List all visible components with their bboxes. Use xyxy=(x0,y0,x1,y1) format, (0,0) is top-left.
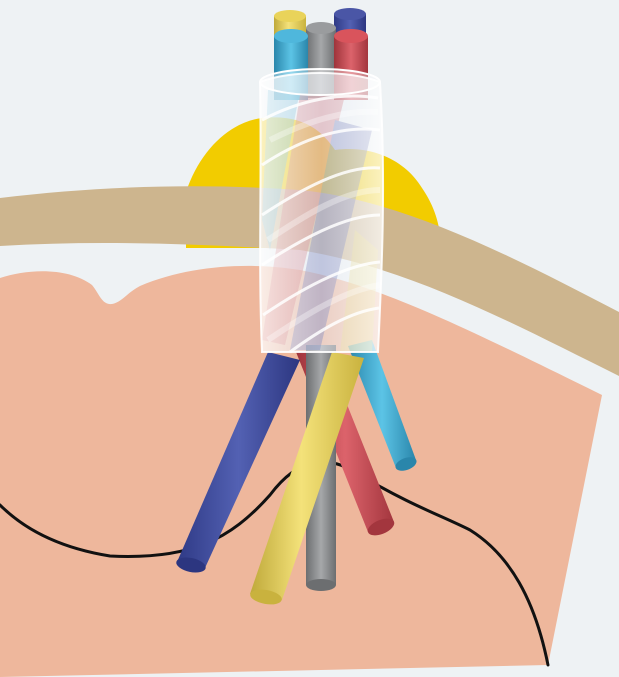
twisted-sheath xyxy=(260,69,383,352)
